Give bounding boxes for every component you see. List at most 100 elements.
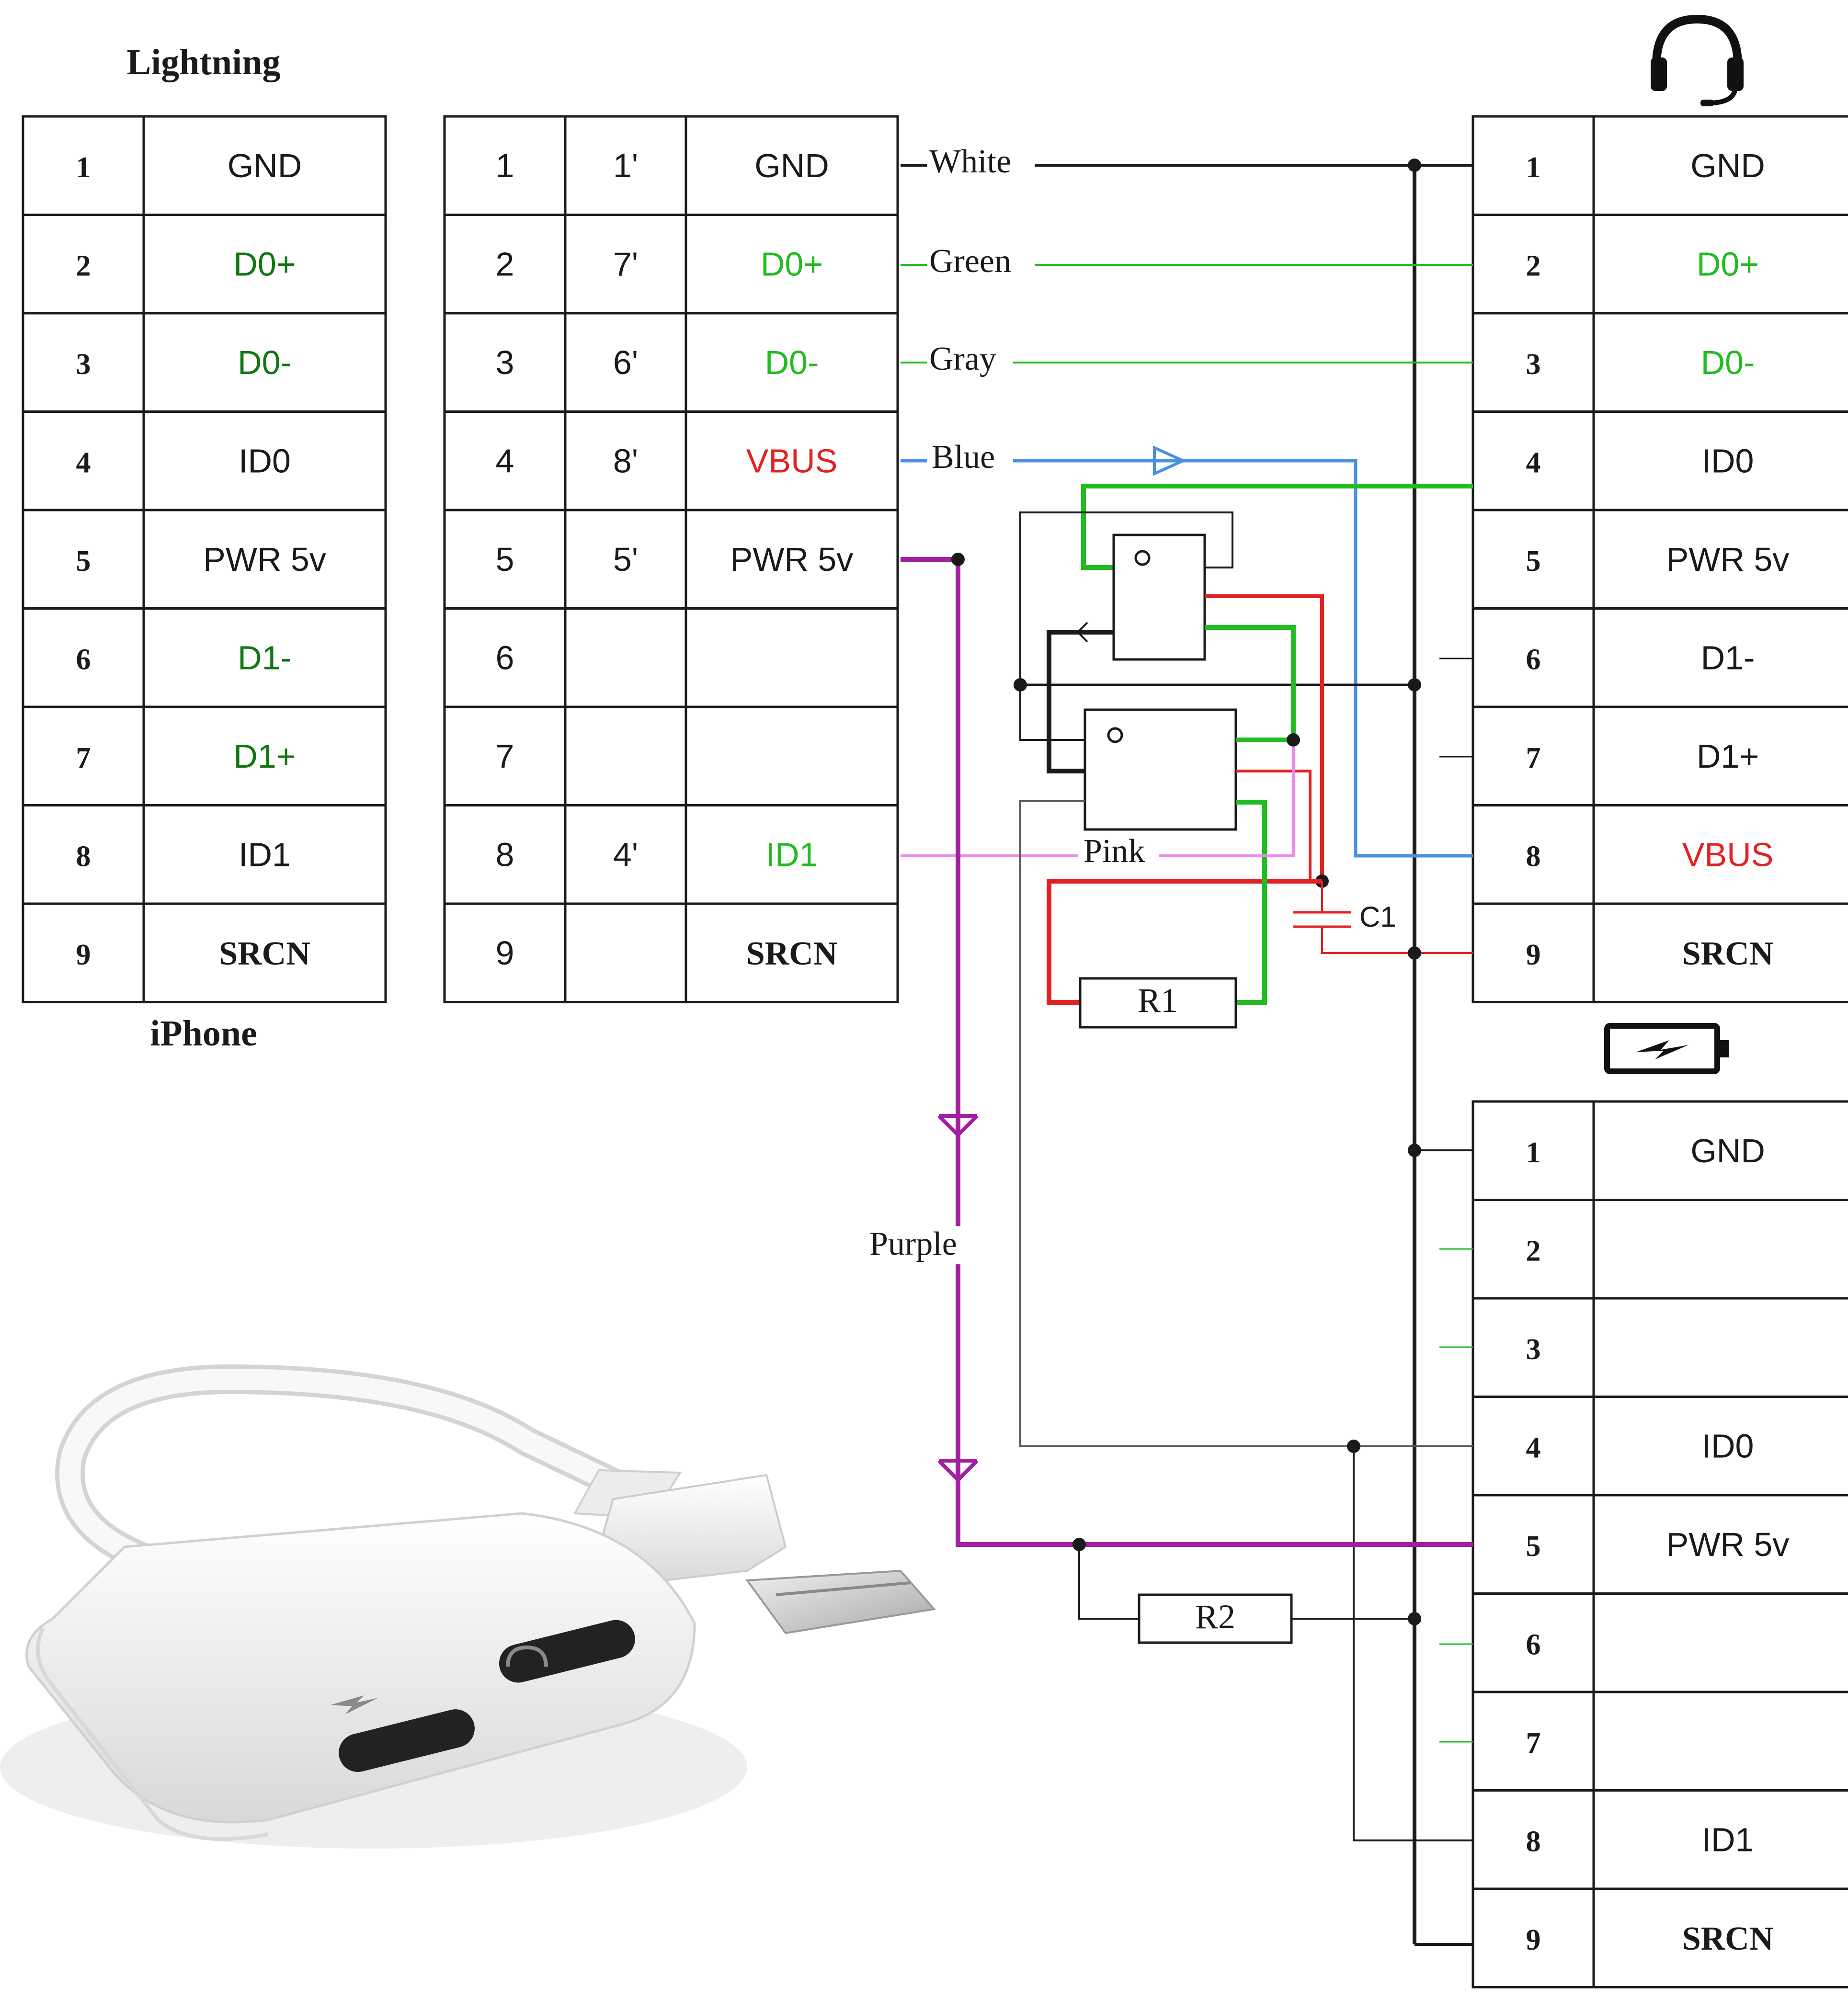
pin-cell [1592,1297,1848,1398]
pin-row: 3 D0- [22,312,387,413]
pin-cell [443,509,567,610]
pin-row: 6 [1472,1592,1848,1693]
pin-number: 4 [496,442,514,479]
red-wire-upper [1205,594,1324,881]
pin-signal-label: ID1 [766,836,818,873]
purple-wire [901,557,1473,1547]
purple-arrow-upper [937,1114,979,1138]
pin-number: 2 [1526,250,1541,282]
pin-cell [142,902,387,1003]
pin-signal-label: D1+ [233,738,296,775]
pin-cell [22,115,145,216]
pin-cell [142,804,387,905]
junction-dot [1408,1144,1421,1157]
r1-label: R1 [1138,981,1178,1020]
pin-row: 5 PWR 5v [22,509,387,610]
pin-cell [684,115,899,216]
pin-number: 9 [1526,1924,1541,1956]
pin-cell [443,902,567,1003]
pin-row: 7 [443,705,899,806]
pin-signal-label: ID0 [1702,1427,1754,1464]
pin-number: 8 [1526,1825,1541,1858]
r2-resistor [1138,1593,1293,1644]
pin-number: 4 [1526,446,1541,479]
pin-row: 3 [1472,1297,1848,1398]
pin-signal-label: GND [1690,1132,1765,1169]
pin-number: 7 [1526,1727,1541,1760]
pin-row: 4 ID0 [1472,410,1848,511]
pin-cell [1592,804,1848,905]
pin-number: 9 [496,934,514,972]
pin-number: 3 [76,348,91,381]
pin-cell [1472,804,1595,905]
pin-number: 4 [1526,1431,1541,1464]
pin-number: 8 [496,836,514,873]
r1-loop-wire [1047,879,1322,1005]
c1-label: C1 [1359,901,1396,933]
pin-signal-label: GND [754,147,829,184]
pin-row: 7 [1472,1691,1848,1792]
purple-wire-label: Purple [869,1226,957,1262]
pin-cell [443,410,567,511]
junction-dot [1287,733,1300,747]
pin-cell [1592,1789,1848,1890]
pin-alt-number: 8' [613,442,638,479]
pin-cell [684,312,899,413]
headset-icon [1651,14,1744,106]
pin-number: 6 [496,639,514,676]
blue-arrow [1153,445,1187,476]
pin-row: 4 ID0 [22,410,387,511]
id1-charger-wire [1353,1446,1473,1841]
pin-cell [443,804,567,905]
pink-wire-label: Pink [1084,833,1145,870]
pin-signal-label: ID1 [239,836,291,873]
junction-dot [1408,946,1421,960]
pin-cell [142,607,387,708]
r2-left-lead [1078,1544,1139,1620]
pin-signal-label: PWR 5v [1666,1526,1790,1563]
pin-cell [1592,705,1848,806]
pin-signal-label: GND [228,147,302,184]
pink-wire [901,747,1295,857]
c1-lead-bottom [1321,927,1473,954]
pin-number: 9 [1526,939,1541,971]
pin-cell [684,410,899,511]
pin-number: 6 [1526,643,1541,676]
pin-number: 5 [76,545,91,578]
pin-cell [443,214,567,315]
ic-lower-pin1-marker [1107,727,1123,743]
pin-signal-label: GND [1690,147,1765,184]
pin-number: 1 [1526,151,1541,184]
pin-signal-label: ID0 [1702,442,1754,479]
pin-signal-label: SRCN [219,935,310,972]
pin-number: 4 [76,446,91,479]
iphone-heading: iPhone [150,1013,257,1054]
pin-alt-number: 7' [613,245,638,283]
pin-number: 6 [76,643,91,676]
adapter-product-image [0,1364,936,1849]
green-wire-ic-out [1205,625,1296,740]
junction-dot [951,553,965,566]
gray-wire-label: Gray [929,341,996,377]
pin-number: 2 [496,245,514,283]
pin-signal-label: PWR 5v [730,541,854,578]
pin-cell [142,705,387,806]
ic-upper [1112,534,1206,661]
pin-signal-label: PWR 5v [1666,541,1790,578]
pin-signal-label: D0- [765,344,819,381]
pin-number: 7 [76,742,91,774]
pin-cell [564,804,687,905]
pin-signal-label: D0- [238,344,292,381]
pin-cell [1472,1789,1595,1890]
pin-signal-label: PWR 5v [203,541,326,578]
r2-label: R2 [1195,1598,1235,1636]
ic-loop-wire [1019,511,1233,741]
pin-signal-label: ID0 [239,442,291,479]
